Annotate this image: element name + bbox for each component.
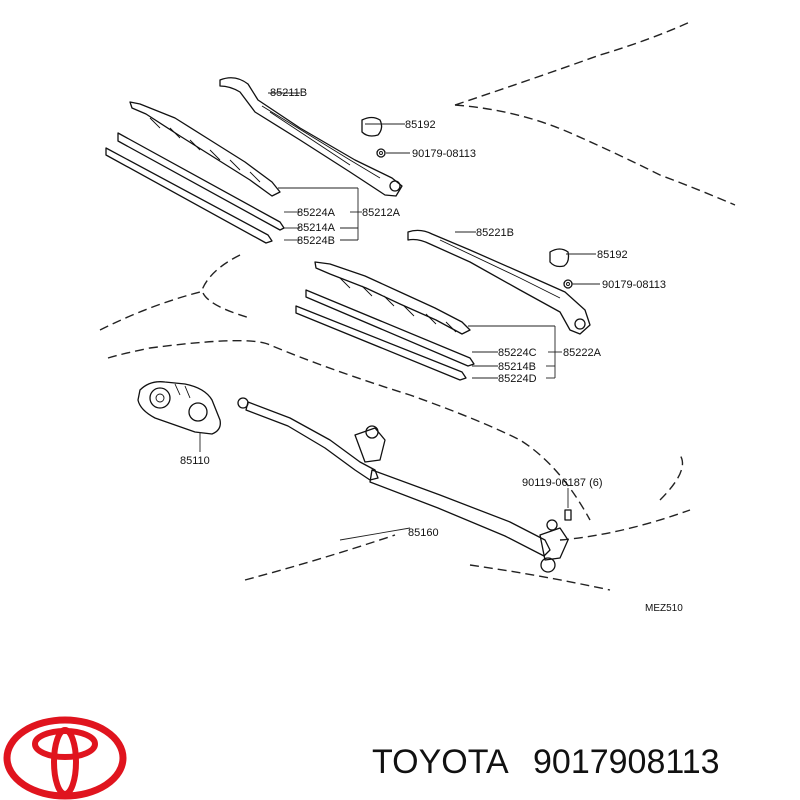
diagram-code: MEZ510 xyxy=(645,603,683,614)
label-cap-lower: 85192 xyxy=(597,249,628,261)
part-labels: 85211B 85192 90179-08113 85224A 85212A 8… xyxy=(180,87,683,614)
label-arm-upper: 85211B xyxy=(270,87,307,99)
label-blade-insert-b: 85214B xyxy=(498,361,536,373)
wiper-arm-upper xyxy=(219,77,403,197)
label-rubber-d: 85224D xyxy=(498,373,537,385)
brand-name: TOYOTA xyxy=(372,743,509,781)
label-rubber-c: 85224C xyxy=(498,347,537,359)
part-number: 9017908113 xyxy=(533,743,720,781)
pivot-cap-upper xyxy=(361,116,383,137)
label-blade-b: 85222A xyxy=(563,347,602,359)
label-bolt: 90119-06187 (6) xyxy=(522,477,603,489)
wiper-blade-upper xyxy=(105,101,285,244)
windshield-outline xyxy=(99,21,736,591)
label-nut-upper: 90179-08113 xyxy=(412,148,476,160)
label-motor: 85110 xyxy=(180,455,210,467)
label-arm-lower: 85221B xyxy=(476,227,514,239)
wiper-linkage xyxy=(237,397,569,573)
nut-upper xyxy=(376,148,386,158)
wiper-blade-lower xyxy=(295,261,475,381)
label-rubber-a1: 85224A xyxy=(297,207,336,219)
wiper-motor xyxy=(137,381,221,435)
wiper-arm-lower xyxy=(407,229,591,335)
label-nut-lower: 90179-08113 xyxy=(602,279,666,291)
pivot-cap-lower xyxy=(549,248,570,268)
label-blade-insert-a: 85214A xyxy=(297,222,336,234)
bolt xyxy=(564,509,572,521)
label-cap-upper: 85192 xyxy=(405,119,436,131)
label-linkage: 85160 xyxy=(408,527,439,539)
nut-lower xyxy=(563,279,573,289)
label-rubber-a2: 85224B xyxy=(297,235,335,247)
leader-lines xyxy=(199,92,600,541)
label-blade-a: 85212A xyxy=(362,207,401,219)
toyota-logo xyxy=(3,716,127,800)
